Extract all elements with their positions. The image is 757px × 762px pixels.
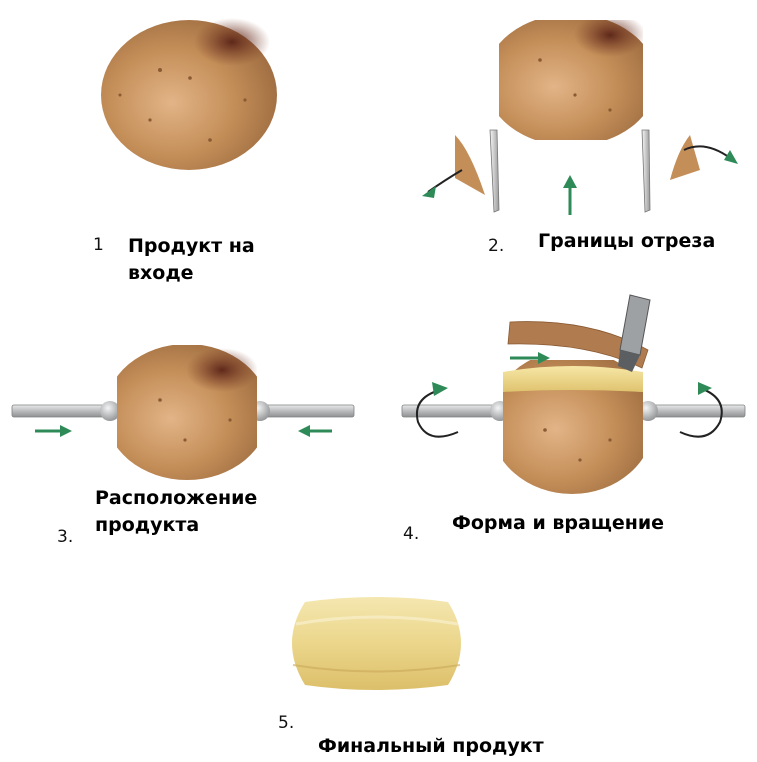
step-1-caption-line-2: входе — [128, 260, 255, 287]
step-3-caption: Расположение продукта — [95, 485, 257, 539]
arrow-left-icon — [298, 425, 332, 437]
cutting-tool — [618, 295, 650, 372]
arrow-right-icon — [35, 425, 72, 437]
step-3-number: 3. — [57, 527, 73, 547]
potato-shaping — [490, 350, 654, 494]
blade-right — [642, 130, 650, 212]
step-3-caption-line-2: продукта — [95, 512, 257, 539]
step-3-caption-line-1: Расположение — [95, 485, 257, 512]
potato-whole — [101, 18, 277, 170]
step-1-number: 1 — [93, 235, 104, 255]
step-4-number: 4. — [403, 524, 419, 544]
arrow-up-icon — [563, 175, 577, 215]
final-product — [292, 597, 461, 690]
blade-left — [490, 130, 499, 212]
rotate-left-arrow-icon — [422, 170, 462, 198]
cut-piece-left — [455, 135, 485, 195]
shaft-right-4 — [638, 401, 745, 421]
cut-piece-right — [670, 135, 700, 180]
step-2-caption: Границы отреза — [538, 228, 715, 255]
step-5-caption: Финальный продукт — [318, 733, 544, 760]
step-5-number: 5. — [278, 713, 294, 733]
shaft-right — [250, 401, 354, 421]
step-1-caption: Продукт на входе — [128, 233, 255, 287]
potato-mounted — [105, 344, 269, 480]
potato-trimmed — [485, 13, 657, 146]
shaft-left — [12, 401, 120, 421]
step-2-number: 2. — [488, 236, 504, 256]
step-1-caption-line-1: Продукт на — [128, 233, 255, 260]
step-4-caption: Форма и вращение — [452, 510, 664, 537]
